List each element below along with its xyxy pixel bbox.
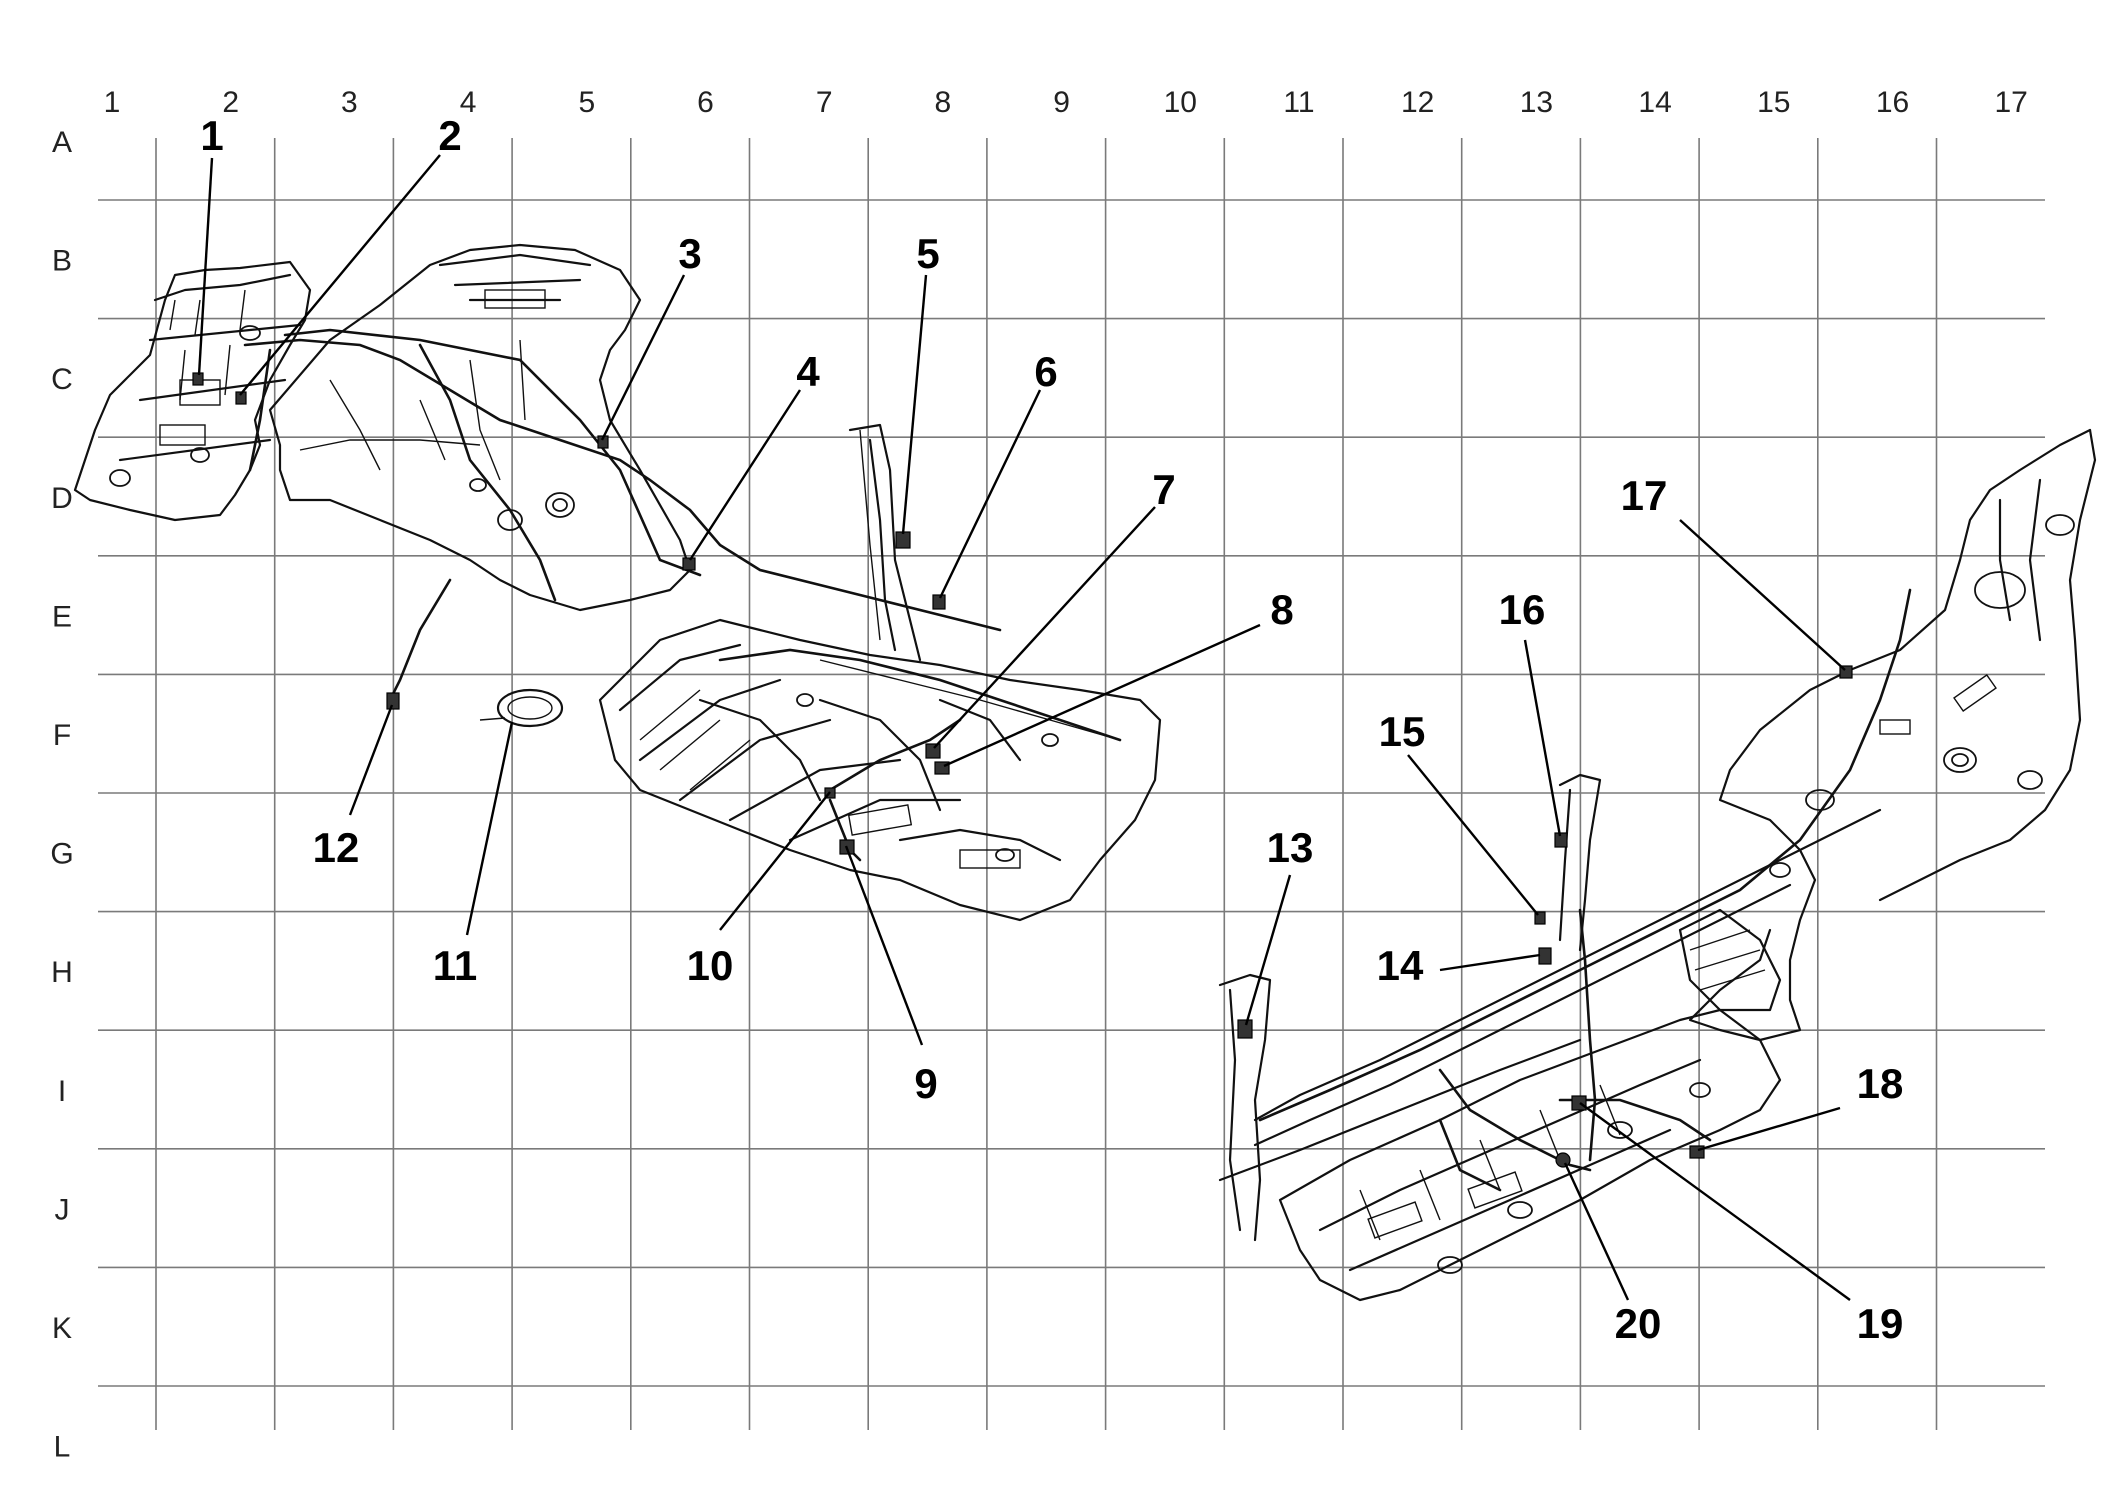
rear-body-harness-drawing xyxy=(1218,428,2097,1302)
connector-4-marker xyxy=(682,557,696,571)
callout-19-number: 19 xyxy=(1857,1300,1904,1347)
grid-column-label: 11 xyxy=(1283,86,1314,119)
grid-column-label: 12 xyxy=(1401,86,1434,119)
callout-16-number: 16 xyxy=(1499,586,1546,633)
callout-17: 17 xyxy=(1621,472,1846,671)
callout-8-number: 8 xyxy=(1270,586,1293,633)
connector-16-marker xyxy=(1554,832,1568,848)
grid-column-label: 13 xyxy=(1520,86,1553,119)
connector-15-marker xyxy=(1534,911,1546,925)
callout-11: 11 xyxy=(433,721,514,989)
callout-3-number: 3 xyxy=(678,230,701,277)
connector-12-marker xyxy=(386,692,400,710)
callout-6: 6 xyxy=(938,348,1058,599)
callout-8: 8 xyxy=(943,586,1294,768)
grid-row-label: C xyxy=(51,363,73,396)
callout-10-number: 10 xyxy=(687,942,734,989)
callout-17-number: 17 xyxy=(1621,472,1668,519)
callout-18-number: 18 xyxy=(1857,1060,1904,1107)
callout-7: 7 xyxy=(933,466,1176,749)
grid-row-label: J xyxy=(55,1193,70,1226)
grid-row-label: B xyxy=(52,245,72,278)
callout-9-number: 9 xyxy=(914,1060,937,1107)
callout-11-number: 11 xyxy=(433,942,477,989)
callout-20-number: 20 xyxy=(1615,1300,1662,1347)
grid-row-labels: A B C D E F G H I J K L xyxy=(50,126,73,1464)
grid-row-label: G xyxy=(50,838,73,871)
connector-13-marker xyxy=(1237,1019,1253,1039)
callout-4-number: 4 xyxy=(796,348,820,395)
connector-14-marker xyxy=(1538,947,1552,965)
grid-column-label: 9 xyxy=(1053,86,1070,119)
grid-column-label: 16 xyxy=(1876,86,1909,119)
front-body-harness-drawing xyxy=(73,243,1162,922)
grid-row-label: H xyxy=(51,956,73,989)
grid-column-label: 7 xyxy=(816,86,833,119)
grid-row-label: E xyxy=(52,600,72,633)
grid-row-label: A xyxy=(52,126,72,159)
callout-1-number: 1 xyxy=(200,112,223,159)
callout-15-number: 15 xyxy=(1379,708,1426,755)
callout-18: 18 xyxy=(1697,1060,1904,1152)
callout-14: 14 xyxy=(1377,942,1541,989)
grid-column-label: 2 xyxy=(222,86,239,119)
callout-12: 12 xyxy=(313,704,394,871)
callout-13: 13 xyxy=(1244,824,1314,1026)
callout-14-number: 14 xyxy=(1377,942,1424,989)
connector-6-marker xyxy=(932,594,946,610)
grid-row-label: L xyxy=(54,1431,71,1464)
callout-6-number: 6 xyxy=(1034,348,1057,395)
grid-column-label: 14 xyxy=(1638,86,1671,119)
connector-19-marker xyxy=(1571,1095,1587,1111)
callout-7-number: 7 xyxy=(1152,466,1175,513)
callout-5-number: 5 xyxy=(916,230,939,277)
callout-2-number: 2 xyxy=(438,112,461,159)
grid-column-label: 15 xyxy=(1757,86,1790,119)
callout-15: 15 xyxy=(1379,708,1539,916)
connector-20-marker xyxy=(1555,1152,1571,1168)
grid-column-label: 17 xyxy=(1995,86,2028,119)
callout-16: 16 xyxy=(1499,586,1562,837)
grid-column-label: 4 xyxy=(460,86,477,119)
callout-12-number: 12 xyxy=(313,824,360,871)
grid-column-label: 3 xyxy=(341,86,358,119)
callout-9: 9 xyxy=(844,845,938,1107)
grid-row-label: F xyxy=(53,719,71,752)
callout-10: 10 xyxy=(687,791,831,989)
callout-19: 19 xyxy=(1579,1102,1904,1347)
callout-2: 2 xyxy=(239,112,462,396)
connector-7-marker xyxy=(925,743,941,759)
connector-markers xyxy=(192,372,1853,1168)
callout-1: 1 xyxy=(197,112,224,376)
callout-20: 20 xyxy=(1563,1162,1662,1347)
callout-5: 5 xyxy=(901,230,940,535)
grid-column-label: 5 xyxy=(578,86,595,119)
callout-13-number: 13 xyxy=(1267,824,1314,871)
grid-column-label: 10 xyxy=(1164,86,1197,119)
callouts: 1 2 3 4 5 6 7 8 xyxy=(197,112,1904,1347)
grid-column-label: 8 xyxy=(935,86,952,119)
callout-3: 3 xyxy=(600,230,702,441)
grid-column-label: 6 xyxy=(697,86,714,119)
grid-row-label: D xyxy=(51,482,73,515)
connector-5-marker xyxy=(895,531,911,549)
grid-column-label: 1 xyxy=(104,86,121,119)
grid-row-label: I xyxy=(58,1075,66,1108)
grid-row-label: K xyxy=(52,1312,72,1345)
callout-4: 4 xyxy=(688,348,820,561)
